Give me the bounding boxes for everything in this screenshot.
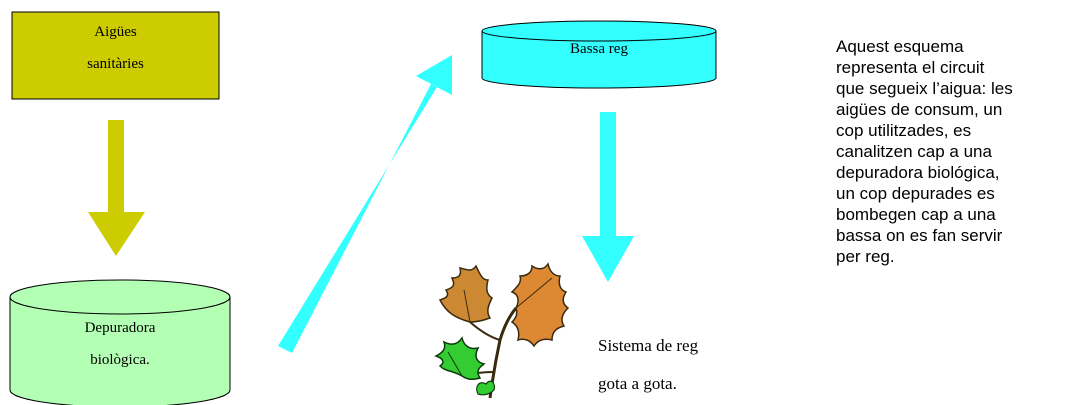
arrow-down-olive: [88, 120, 145, 256]
description-line: per reg.: [836, 247, 895, 266]
irrigation-system-caption: Sistema de reg gota a gota.: [598, 327, 828, 403]
description-line: Aquest esquema: [836, 37, 964, 56]
description-line: bassa on es fan servir: [836, 226, 1003, 245]
oak-leaves-icon: [434, 262, 570, 399]
description-line: canalitzen cap a una: [836, 142, 992, 161]
description-text: Aquest esquema representa el circuit que…: [836, 36, 1088, 267]
arrow-down-cyan: [582, 112, 634, 282]
description-line: un cop depurades es: [836, 184, 995, 203]
description-line: que segueix l’aigua: les: [836, 79, 1013, 98]
description-line: bombegen cap a una: [836, 205, 996, 224]
description-line: depuradora biológica,: [836, 163, 1000, 182]
sanitary-water-box: [11, 11, 220, 100]
sanitary-water-label: Aigües sanitàries: [12, 16, 219, 80]
irrigation-caption-line: gota a gota.: [598, 374, 677, 393]
description-line: cop utilitzades, es: [836, 121, 972, 140]
irrigation-caption-line: Sistema de reg: [598, 336, 699, 355]
sanitary-water-label-line: sanitàries: [87, 56, 144, 72]
irrigation-pond-label: Bassa reg: [482, 38, 716, 60]
treatment-plant-cylinder: [9, 279, 231, 405]
irrigation-pond-label-line: Bassa reg: [570, 41, 628, 57]
irrigation-pond-cylinder: [481, 20, 717, 89]
treatment-plant-label-line: Depuradora: [84, 320, 156, 336]
treatment-plant-label-line: biològica.: [90, 352, 150, 368]
description-line: representa el circuit: [836, 58, 985, 77]
arrow-diagonal-cyan: [278, 55, 452, 353]
treatment-plant-label: Depuradora biològica.: [10, 312, 230, 376]
description-line: aigües de consum, un: [836, 100, 1003, 119]
sanitary-water-label-line: Aigües: [94, 24, 137, 40]
